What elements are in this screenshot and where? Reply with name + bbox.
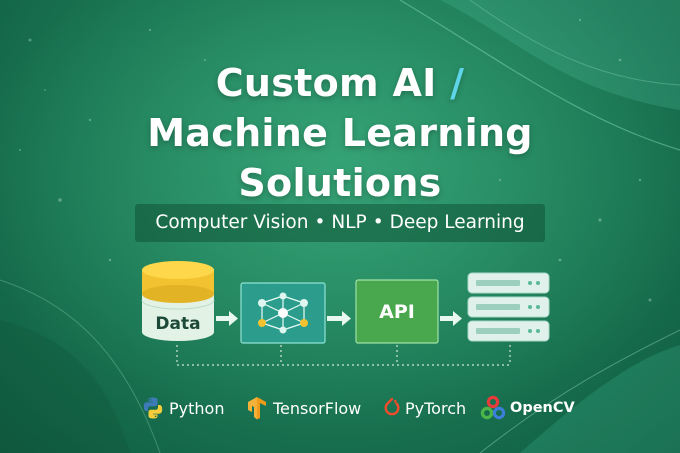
tech-tensorflow: TensorFlow: [245, 393, 361, 423]
tech-pytorch-label: PyTorch: [405, 398, 467, 418]
tensorflow-logo-icon: [248, 397, 266, 420]
tech-python-label: Python: [169, 398, 225, 418]
arrow-right-icon: [327, 311, 351, 326]
neural-network-icon: [240, 282, 326, 344]
tech-pytorch: PyTorch: [383, 393, 466, 423]
arrow-right-icon: [216, 311, 238, 326]
headline-slash: /: [450, 61, 465, 105]
specialties-bar: Computer Vision•NLP•Deep Learning: [135, 204, 545, 242]
api-stage-label: API: [379, 301, 415, 323]
pipeline-connectors: [176, 345, 511, 366]
tech-opencv: OpenCV: [480, 393, 575, 423]
specialty-nlp: NLP: [331, 212, 367, 233]
data-stage-label: Data: [155, 314, 200, 334]
tech-tensorflow-label: TensorFlow: [273, 398, 362, 418]
specialty-separator: •: [372, 212, 384, 233]
headline: Custom AI / Machine Learning Solutions: [0, 58, 680, 208]
headline-line-1: Custom AI /: [215, 61, 465, 105]
specialty-computer-vision: Computer Vision: [155, 212, 309, 233]
database-icon: [141, 261, 215, 341]
server-stack-icon: [467, 272, 550, 342]
python-logo-icon: [143, 397, 163, 419]
tech-python: Python: [141, 393, 224, 423]
opencv-logo-icon: [480, 395, 506, 420]
pytorch-logo-icon: [384, 397, 400, 416]
arrow-right-icon: [440, 311, 462, 326]
tech-opencv-label: OpenCV: [510, 400, 575, 416]
specialty-deep-learning: Deep Learning: [389, 212, 525, 233]
specialty-separator: •: [314, 212, 326, 233]
api-block-icon: [355, 279, 439, 344]
headline-line-3: Solutions: [238, 161, 442, 205]
headline-line-2: Machine Learning: [147, 111, 533, 155]
